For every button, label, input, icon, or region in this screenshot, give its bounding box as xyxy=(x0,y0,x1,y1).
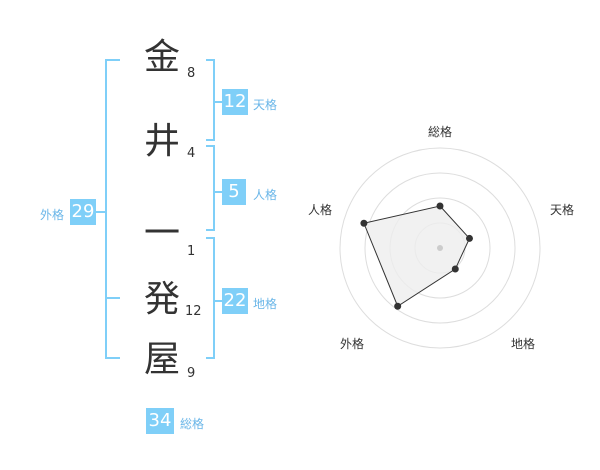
stroke-count-5: 9 xyxy=(187,366,196,381)
stroke-count-1: 8 xyxy=(187,66,196,81)
stroke-count-3: 1 xyxy=(187,244,196,259)
radar-point-1 xyxy=(436,202,444,210)
gaikaku-label: 外格 xyxy=(40,208,65,222)
chikaku-bracket xyxy=(206,237,215,359)
gaikaku-value: 29 xyxy=(70,199,96,225)
radar-ring xyxy=(364,172,516,324)
soukaku-label: 総格 xyxy=(180,417,205,431)
radar-ring xyxy=(339,147,541,349)
tenkaku-label: 天格 xyxy=(253,98,278,112)
jinkaku-value: 5 xyxy=(222,179,246,205)
name-char-4: 発 xyxy=(143,279,180,320)
gaikaku-bracket xyxy=(105,59,120,359)
name-char-5: 屋 xyxy=(143,339,180,380)
radar-point-5 xyxy=(360,219,368,227)
chikaku-value: 22 xyxy=(222,288,248,314)
tenkaku-value: 12 xyxy=(222,89,248,115)
radar-point-3 xyxy=(451,265,459,273)
chikaku-label: 地格 xyxy=(253,297,278,311)
radar-point-2 xyxy=(465,234,473,242)
axis-label-soukaku: 総格 xyxy=(428,125,453,139)
stroke-count-4: 12 xyxy=(185,304,202,319)
radar-point-4 xyxy=(394,302,402,310)
radar-polygon xyxy=(363,205,471,307)
tenkaku-bracket xyxy=(206,59,215,141)
soukaku-value: 34 xyxy=(146,408,174,434)
axis-label-chikaku: 地格 xyxy=(511,337,536,351)
axis-label-tenkaku: 天格 xyxy=(550,203,575,217)
name-char-2: 井 xyxy=(143,121,180,162)
jinkaku-label: 人格 xyxy=(253,188,278,202)
radar-center-dot xyxy=(437,245,443,251)
axis-label-gaikaku: 外格 xyxy=(340,337,365,351)
axis-label-jinkaku: 人格 xyxy=(308,203,333,217)
name-char-3: 一 xyxy=(143,213,180,254)
name-char-1: 金 xyxy=(143,37,180,78)
jinkaku-bracket xyxy=(206,145,215,231)
stroke-count-2: 4 xyxy=(187,146,196,161)
